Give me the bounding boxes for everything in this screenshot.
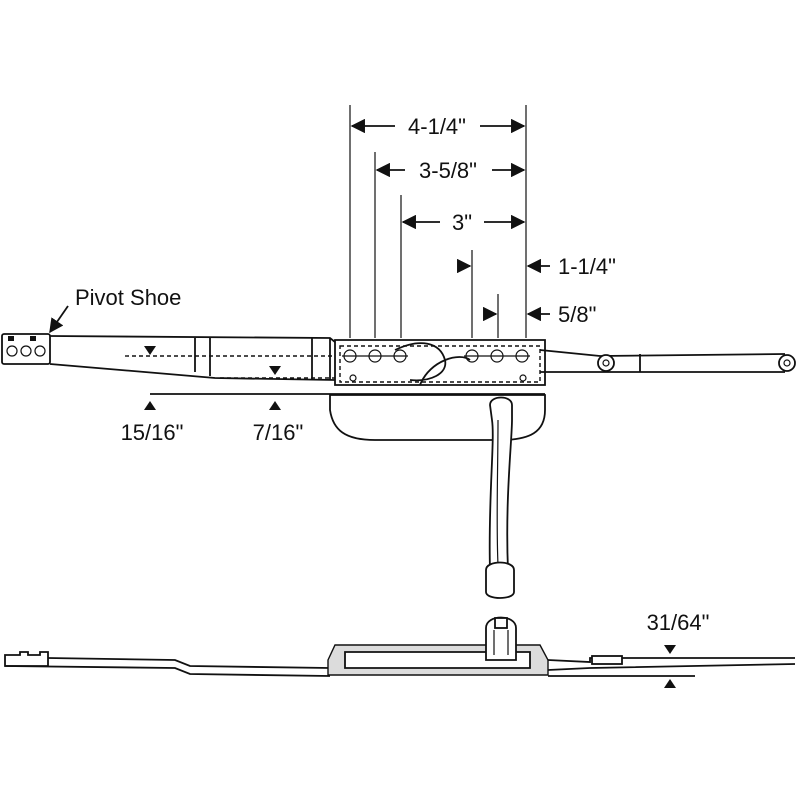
label-pivot-shoe: Pivot Shoe: [75, 285, 181, 310]
pivot-shoe-leader: [49, 305, 69, 334]
side-view: 31/64": [4, 610, 796, 688]
side-operator: [327, 616, 549, 676]
side-link-top: [547, 657, 795, 663]
dimension-3-5-8: 3-5/8": [375, 158, 526, 183]
label-3: 3": [452, 210, 472, 235]
label-4-1-4: 4-1/4": [408, 114, 466, 139]
dimension-4-1-4: 4-1/4": [350, 114, 526, 139]
side-arm-top: [47, 657, 331, 669]
link-arm: [539, 349, 796, 373]
label-5-8: 5/8": [558, 302, 596, 327]
main-arm: [49, 335, 336, 381]
side-arm-bottom: [4, 665, 331, 677]
label-31-64: 31/64": [647, 610, 710, 635]
operator-body: [334, 339, 546, 386]
side-pivot-shoe: [4, 651, 49, 667]
top-view: 4-1/4" 3-5/8" 3" 1-1/4" 5/8": [1, 105, 796, 599]
dimension-extension-lines: [349, 105, 527, 338]
offset-markers: 15/16" 7/16": [121, 346, 304, 445]
label-3-5-8: 3-5/8": [419, 158, 477, 183]
pivot-shoe: [1, 333, 51, 365]
dimension-31-64: 31/64": [647, 610, 710, 688]
dimension-3: 3": [401, 210, 526, 235]
label-7-16: 7/16": [253, 420, 304, 445]
side-link-bottom: [547, 663, 796, 671]
crank-handle: [485, 396, 515, 599]
dimension-1-1-4: 1-1/4": [457, 254, 616, 279]
label-1-1-4: 1-1/4": [558, 254, 616, 279]
side-link-block: [591, 655, 623, 665]
dimension-5-8: 5/8": [483, 302, 596, 327]
label-15-16: 15/16": [121, 420, 184, 445]
